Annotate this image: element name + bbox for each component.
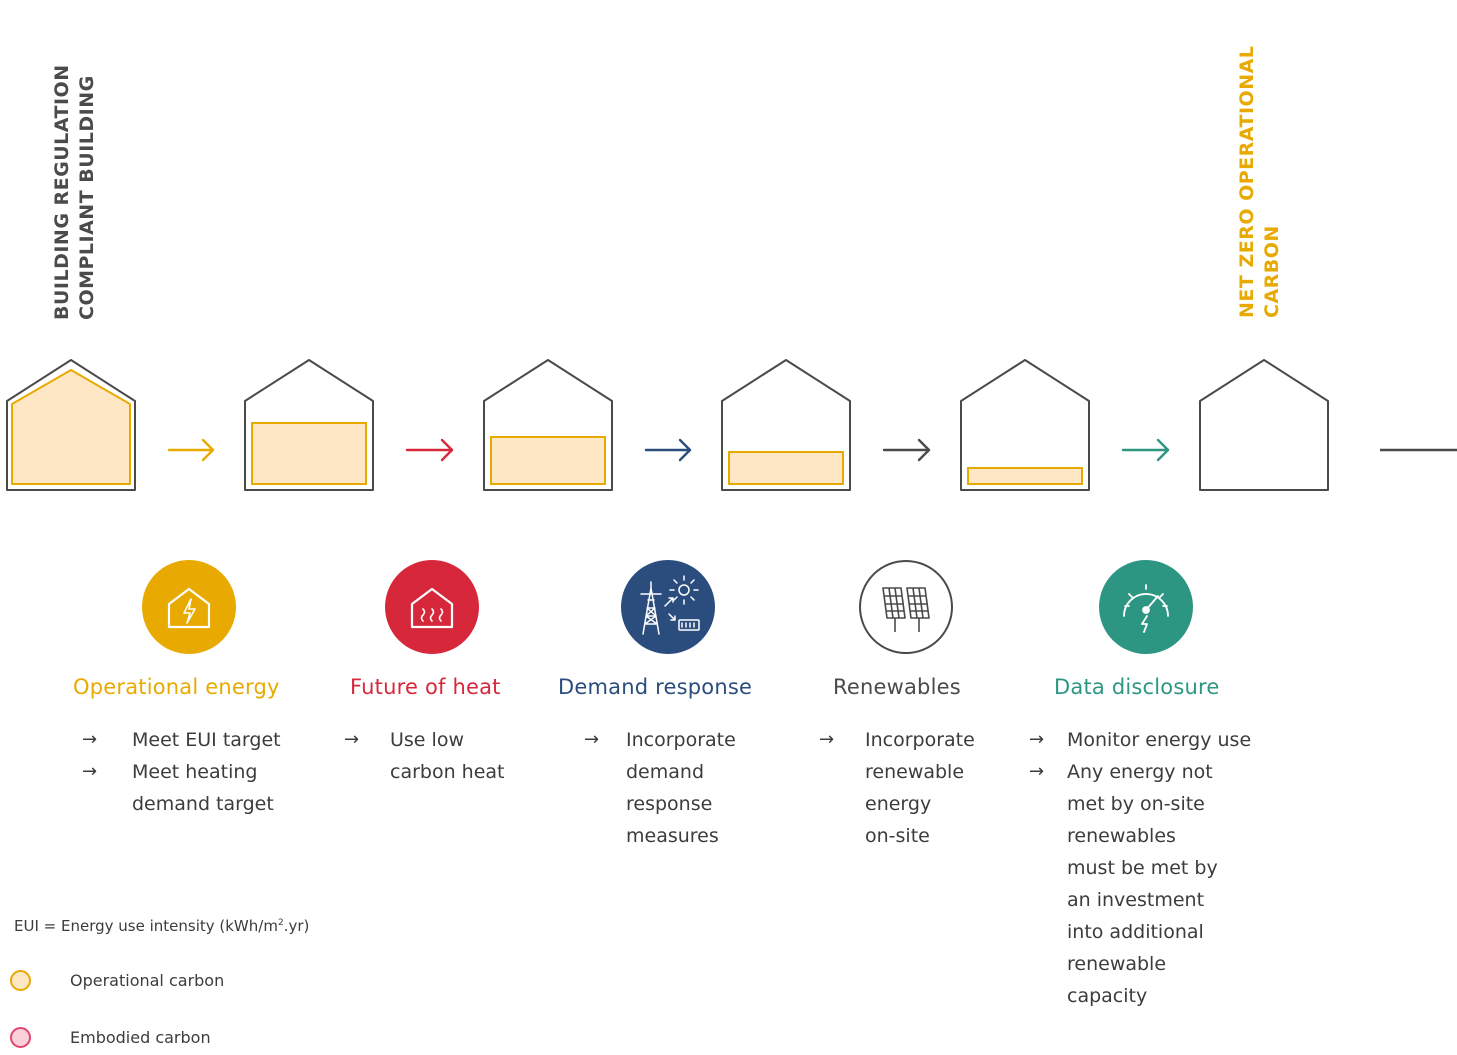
progress-arrow-1 [167,438,215,462]
step-bullets: → Use low carbon heat [344,724,505,788]
step-bullets: → Meet EUI target → Meet heating demand targ… [82,724,281,820]
bullet-line: demand [626,756,736,788]
bullet-line: → Any energy not [1029,756,1251,788]
bullet-text: Use low [390,729,464,751]
bullet-text: an investment [1067,889,1205,911]
bullet-arrow-icon: → [819,729,835,750]
step-bullets: → Monitor energy use → Any energy not met by… [1029,724,1252,1012]
step-title: Future of heat [350,675,501,699]
solar-panels-icon [859,560,953,654]
bullet-text: renewable [865,761,965,783]
bullet-line: renewable [865,756,975,788]
bullet-line: renewables [1067,820,1251,852]
operational-carbon-fill [11,369,131,485]
bullet-line: response [626,788,736,820]
bullet-text: demand target [132,793,274,815]
house-progression [6,359,1457,491]
legend-embodied-carbon: Embodied carbon [10,1027,211,1048]
bullet-text: Incorporate [865,729,975,751]
legend-label: Operational carbon [70,971,225,990]
eui-note-sup: 2 [277,918,284,928]
house-6 [1199,359,1329,491]
bullet-line: → Incorporate [584,724,736,756]
bullet-line: → Incorporate [819,724,975,756]
step-title: Demand response [558,675,753,699]
bullet-text: must be met by [1067,857,1218,879]
bullet-line: → Meet EUI target [82,724,281,756]
bullet-line: → Meet heating [82,756,281,788]
bullet-line: on-site [865,820,975,852]
bullet-text: renewable [1067,953,1167,975]
bullet-text: renewables [1067,825,1176,847]
bullet-line: measures [626,820,736,852]
house-5 [960,359,1090,491]
bullet-text: response [626,793,713,815]
step-bullets: → Incorporate demand response measures [584,724,736,852]
bullet-arrow-icon: → [1029,729,1045,750]
operational-carbon-fill [251,422,367,485]
bullet-text: capacity [1067,985,1148,1007]
bullet-text: energy [865,793,932,815]
step-title: Data disclosure [1054,675,1220,699]
bullet-line: met by on-site [1067,788,1251,820]
bullet-arrow-icon: → [584,729,600,750]
bullet-line: must be met by [1067,852,1251,884]
operational-carbon-fill [967,467,1083,485]
bullet-line: demand target [132,788,281,820]
legend-label: Embodied carbon [70,1028,211,1047]
house-1 [6,359,136,491]
progress-arrow-3 [644,438,692,462]
bullet-text: demand [626,761,705,783]
house-3 [483,359,613,491]
eui-note-suffix: .yr) [283,917,310,935]
bullet-line: → Monitor energy use [1029,724,1252,756]
house-heat-icon [385,560,479,654]
bullet-text: carbon heat [390,761,505,783]
bullet-line: → Use low [344,724,505,756]
legend-operational-carbon: Operational carbon [10,970,224,991]
bullet-text: Meet heating [132,761,258,783]
house-lightning-icon [142,560,236,654]
bullet-text: Meet EUI target [132,729,281,751]
eui-note-text: EUI = Energy use intensity (kWh/m [14,917,278,935]
bullet-line: renewable [1067,948,1251,980]
bullet-line: an investment [1067,884,1251,916]
progress-arrow-2 [405,438,454,462]
pylon-sun-battery-icon [621,560,715,654]
bullet-text: Monitor energy use [1067,729,1252,751]
house-2 [244,359,374,491]
step-title: Operational energy [73,675,280,699]
step-bullets: → Incorporate renewable energy on-site [819,724,975,852]
bullet-line: capacity [1067,980,1251,1012]
bullet-arrow-icon: → [344,729,360,750]
bullet-text: Any energy not [1067,761,1213,783]
progress-arrow-4 [882,438,931,462]
bullet-arrow-icon: → [82,729,98,750]
embodied-carbon-swatch [10,1027,31,1048]
bullet-arrow-icon: → [1029,761,1045,782]
step-title: Renewables [833,675,961,699]
bullet-line: into additional [1067,916,1251,948]
bullet-text: met by on-site [1067,793,1205,815]
progress-arrow-5 [1121,438,1170,462]
meter-gauge-icon [1099,560,1193,654]
bullet-arrow-icon: → [82,761,98,782]
operational-carbon-swatch [10,970,31,991]
operational-carbon-fill [728,451,844,485]
bullet-line: carbon heat [390,756,505,788]
bullet-text: on-site [865,825,930,847]
house-4 [721,359,851,491]
bullet-text: Incorporate [626,729,736,751]
bullet-text: into additional [1067,921,1204,943]
bullet-text: measures [626,825,719,847]
operational-carbon-fill [490,436,606,485]
bullet-line: energy [865,788,975,820]
eui-note: EUI = Energy use intensity (kWh/m2.yr) [14,917,309,935]
